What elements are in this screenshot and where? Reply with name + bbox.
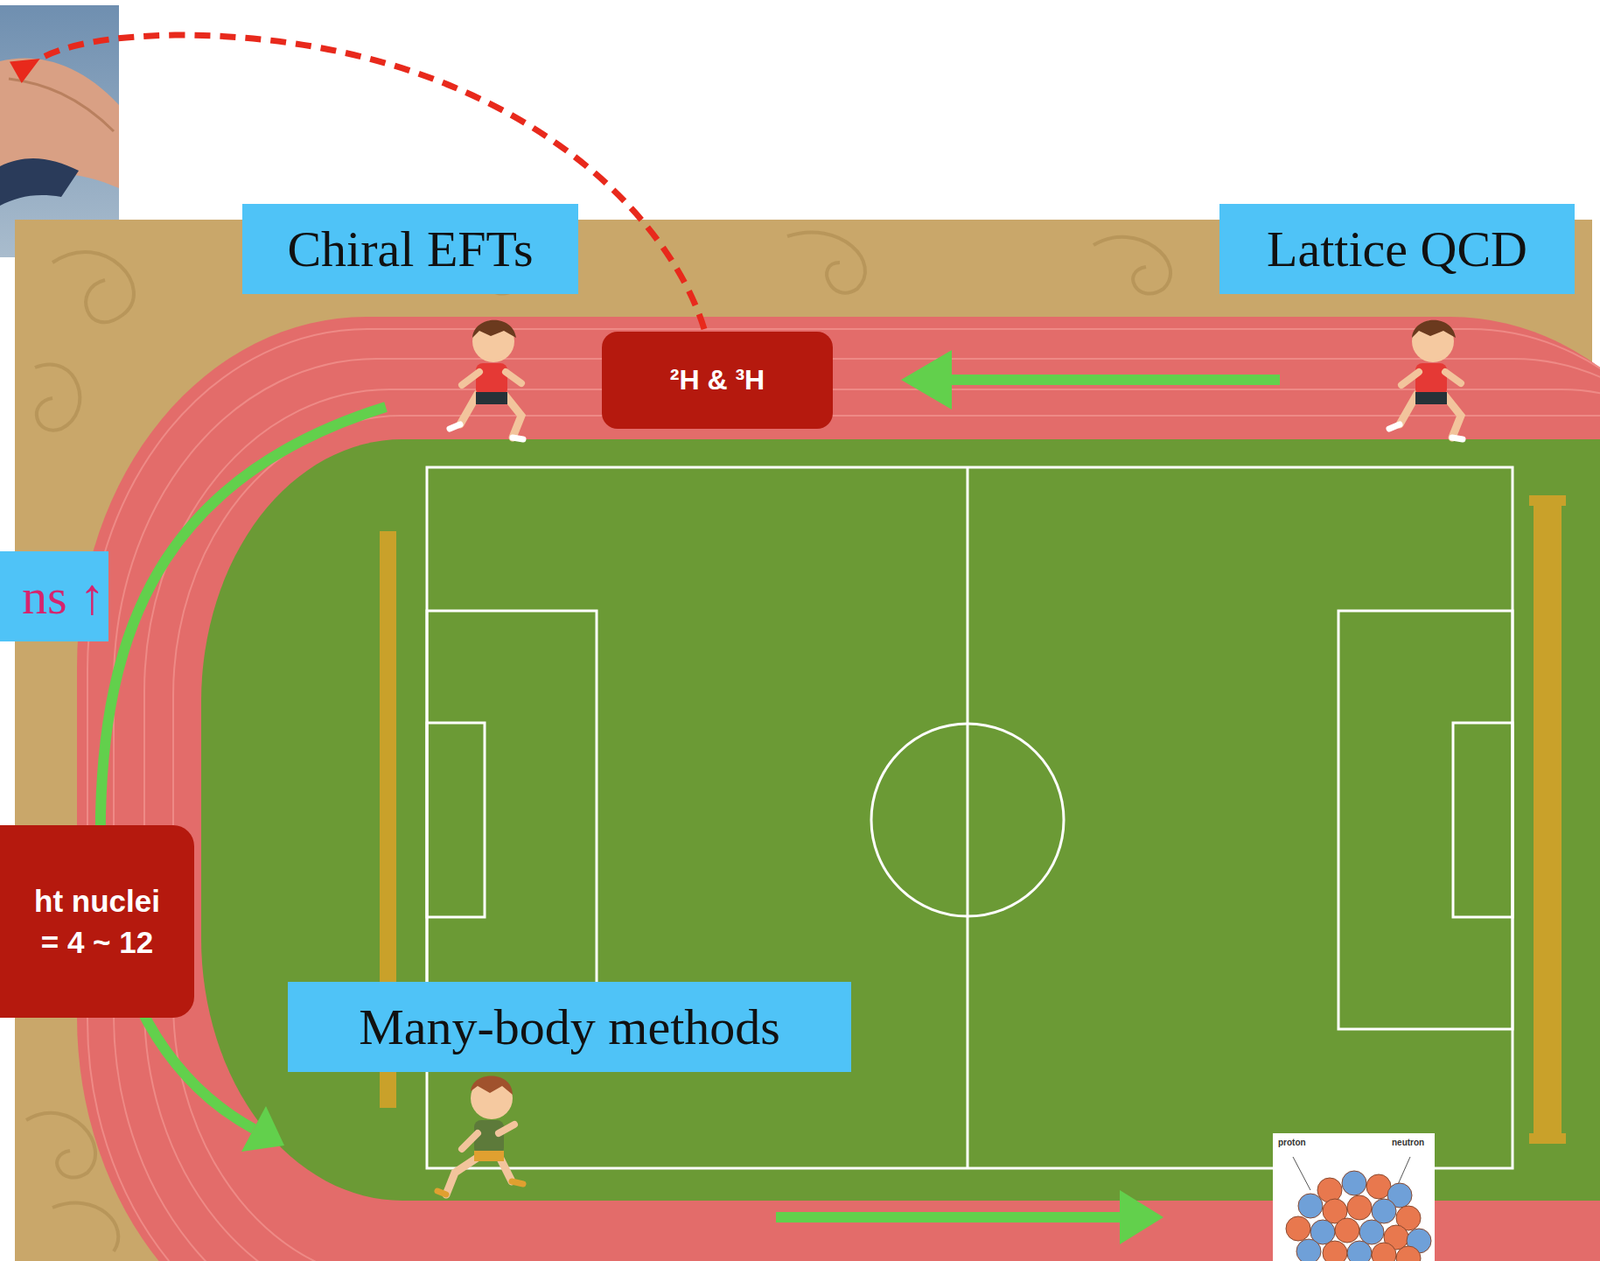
node-text: Lattice QCD	[1266, 219, 1528, 279]
method-label: Many-body methods	[287, 981, 852, 1072]
nuclei-box: ²H & ³H	[601, 331, 833, 429]
node-text: ns ↑	[21, 566, 105, 626]
green-arrows	[100, 349, 1280, 1244]
method-label: Lattice QCD	[1219, 203, 1575, 294]
nucleus	[1272, 1132, 1435, 1261]
football-field	[201, 439, 1600, 1201]
node-text: ²H & ³H	[670, 363, 765, 397]
particle-label: proton	[1277, 1137, 1307, 1147]
method-label: Chiral EFTs	[242, 203, 579, 294]
runner	[449, 320, 524, 440]
runner	[437, 1075, 524, 1195]
node-text: = 4 ~ 12	[41, 921, 154, 963]
clipped-label: ns ↑	[0, 551, 109, 642]
dashed-arrow	[38, 34, 705, 329]
particle-label: neutron	[1390, 1137, 1426, 1147]
node-text: ht nuclei	[34, 880, 161, 922]
node-text: Chiral EFTs	[286, 219, 533, 279]
node-text: Many-body methods	[358, 997, 781, 1056]
nuclei-box: ht nuclei= 4 ~ 12	[0, 824, 195, 1018]
runner	[1389, 320, 1463, 440]
